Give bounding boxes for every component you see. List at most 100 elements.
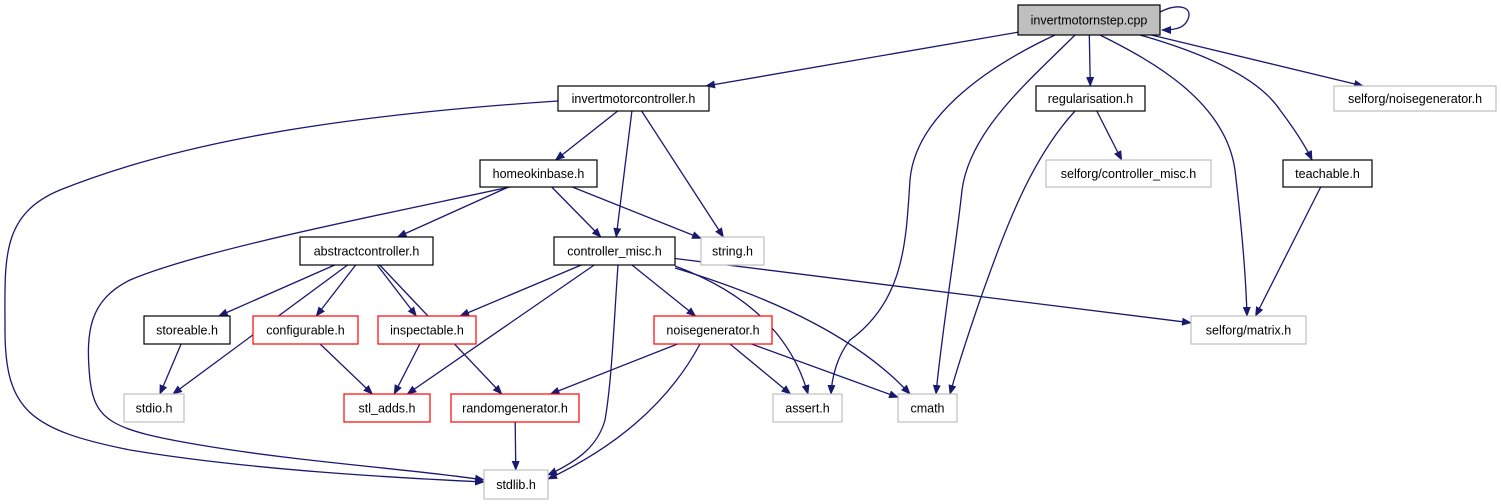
- edge-teachable-h-to-selforg-matrix-h: [1255, 186, 1322, 317]
- node-storeable-h[interactable]: storeable.h: [143, 315, 231, 345]
- node-configurable-h[interactable]: configurable.h: [252, 315, 359, 345]
- edge-invertmotornstep-cpp-to-assert-h: [827, 34, 1056, 395]
- edge-controller-misc-h-to-inspectable-h: [459, 264, 582, 317]
- node-label: configurable.h: [266, 323, 345, 337]
- node-label: selforg/noisegenerator.h: [1348, 92, 1482, 106]
- node-label: stdio.h: [136, 401, 173, 415]
- node-teachable-h[interactable]: teachable.h: [1282, 159, 1373, 188]
- node-invertmotorcontroller-h[interactable]: invertmotorcontroller.h: [557, 85, 710, 112]
- node-box: [1333, 85, 1497, 112]
- node-box: [450, 393, 580, 423]
- node-box: [700, 236, 765, 266]
- edge-controller-misc-h-to-cmath: [674, 267, 911, 395]
- node-stdio-h: stdio.h: [123, 393, 185, 423]
- edge-storeable-h-to-stdio-h: [159, 343, 182, 395]
- node-inspectable-h[interactable]: inspectable.h: [377, 315, 477, 345]
- edge-invertmotornstep-cpp-to-regularisation-h: [1086, 34, 1095, 87]
- node-selforg-matrix-h: selforg/matrix.h: [1190, 315, 1307, 345]
- node-box: [1282, 159, 1373, 188]
- node-randomgenerator-h[interactable]: randomgenerator.h: [450, 393, 580, 423]
- edge-controller-misc-h-to-stl-adds-h: [406, 264, 595, 395]
- node-box: [252, 315, 359, 345]
- node-box: [143, 315, 231, 345]
- node-box: [483, 469, 549, 500]
- node-box: [299, 236, 434, 266]
- edge-controller-misc-h-to-selforg-matrix-h: [674, 257, 1192, 326]
- edge-homeokinbase-h-to-string-h: [572, 186, 702, 240]
- node-label: teachable.h: [1295, 167, 1360, 181]
- node-label: selforg/matrix.h: [1206, 323, 1291, 337]
- edge-abstractcontroller-h-to-storeable-h: [217, 264, 335, 317]
- node-box: [553, 236, 676, 266]
- edge-homeokinbase-h-to-abstractcontroller-h: [396, 186, 509, 238]
- node-label: inspectable.h: [390, 323, 464, 337]
- node-label: invertmotornstep.cpp: [1031, 13, 1148, 27]
- edge-inspectable-h-to-stl-adds-h: [393, 343, 421, 395]
- node-stl-adds-h[interactable]: stl_adds.h: [343, 393, 431, 423]
- node-label: cmath: [910, 401, 944, 415]
- node-abstractcontroller-h[interactable]: abstractcontroller.h: [299, 236, 434, 266]
- edge-invertmotornstep-cpp-to-selforg-matrix-h: [1099, 34, 1251, 317]
- edge-homeokinbase-h-to-stdlib-h: [87, 186, 511, 483]
- node-box: [123, 393, 185, 423]
- node-stdlib-h: stdlib.h: [483, 469, 549, 500]
- edge-abstractcontroller-h-to-inspectable-h: [376, 264, 417, 317]
- edge-invertmotorcontroller-h-to-homeokinbase-h: [554, 110, 619, 161]
- node-assert-h: assert.h: [772, 393, 843, 423]
- node-box: [653, 315, 773, 345]
- edges-layer: [4, 6, 1365, 486]
- edge-invertmotornstep-cpp-to-selforg-noisegenerator-h: [1151, 34, 1365, 88]
- node-selforg-noisegenerator-h: selforg/noisegenerator.h: [1333, 85, 1497, 112]
- node-invertmotornstep-cpp[interactable]: invertmotornstep.cpp: [1017, 4, 1161, 36]
- node-box: [1017, 4, 1161, 36]
- edge-controller-misc-h-to-noisegenerator-h: [631, 264, 697, 317]
- node-regularisation-h[interactable]: regularisation.h: [1035, 85, 1146, 112]
- node-label: abstractcontroller.h: [314, 244, 420, 258]
- edge-noisegenerator-h-to-cmath: [751, 343, 899, 398]
- node-cmath: cmath: [897, 393, 958, 423]
- node-homeokinbase-h[interactable]: homeokinbase.h: [479, 159, 598, 188]
- edge-invertmotornstep-cpp-to-invertmotornstep-cpp: [1159, 6, 1190, 34]
- node-box: [377, 315, 477, 345]
- node-box: [772, 393, 843, 423]
- edge-invertmotornstep-cpp-to-cmath: [932, 34, 1076, 395]
- edge-invertmotorcontroller-h-to-string-h: [641, 110, 724, 238]
- edge-configurable-h-to-stl-adds-h: [319, 343, 374, 395]
- edge-invertmotornstep-cpp-to-teachable-h: [1139, 34, 1313, 161]
- node-box: [1035, 85, 1146, 112]
- node-box: [479, 159, 598, 188]
- edge-noisegenerator-h-to-assert-h: [729, 343, 792, 395]
- node-label: stl_adds.h: [359, 401, 416, 415]
- node-box: [1190, 315, 1307, 345]
- edge-controller-misc-h-to-stdlib-h: [547, 264, 619, 476]
- node-controller-misc-h[interactable]: controller_misc.h: [553, 236, 676, 266]
- node-label: selforg/controller_misc.h: [1061, 167, 1197, 181]
- node-label: string.h: [712, 244, 753, 258]
- node-box: [343, 393, 431, 423]
- edge-noisegenerator-h-to-stdlib-h: [547, 343, 701, 480]
- edge-abstractcontroller-h-to-configurable-h: [315, 264, 357, 317]
- edge-invertmotorcontroller-h-to-stdlib-h: [4, 100, 559, 486]
- node-label: regularisation.h: [1048, 92, 1134, 106]
- node-selforg-controller-misc-h: selforg/controller_misc.h: [1045, 159, 1212, 188]
- node-string-h: string.h: [700, 236, 765, 266]
- node-box: [897, 393, 958, 423]
- node-label: invertmotorcontroller.h: [572, 92, 696, 106]
- node-label: noisegenerator.h: [666, 323, 759, 337]
- node-box: [557, 85, 710, 112]
- edge-regularisation-h-to-selforg-controller-misc-h: [1096, 110, 1123, 161]
- node-label: randomgenerator.h: [462, 401, 568, 415]
- node-label: controller_misc.h: [567, 244, 662, 258]
- edge-invertmotornstep-cpp-to-invertmotorcontroller-h: [705, 31, 1019, 89]
- node-label: assert.h: [785, 401, 830, 415]
- edge-homeokinbase-h-to-controller-misc-h: [551, 186, 602, 238]
- edge-invertmotorcontroller-h-to-controller-misc-h: [613, 110, 633, 238]
- edge-randomgenerator-h-to-stdlib-h: [511, 421, 520, 471]
- node-label: stdlib.h: [496, 478, 536, 492]
- nodes-layer: invertmotornstep.cpp invertmotorcontrolle…: [123, 4, 1497, 500]
- node-label: storeable.h: [156, 323, 218, 337]
- node-noisegenerator-h[interactable]: noisegenerator.h: [653, 315, 773, 345]
- node-box: [1045, 159, 1212, 188]
- edge-noisegenerator-h-to-randomgenerator-h: [549, 343, 678, 395]
